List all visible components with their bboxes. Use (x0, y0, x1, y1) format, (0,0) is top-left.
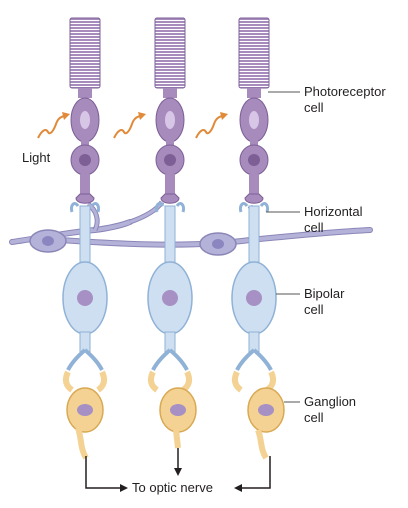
photoreceptor-label-2: cell (304, 100, 324, 115)
light-label: Light (22, 150, 51, 165)
horizontal-label-2: cell (304, 220, 324, 235)
ganglion-cell-2 (147, 370, 197, 449)
photoreceptor-cell-3 (238, 17, 270, 204)
photoreceptor-label-1: Photoreceptor (304, 84, 386, 99)
light-arrow-icon (195, 112, 228, 139)
light-arrow-icon (113, 112, 146, 139)
bipolar-label-1: Bipolar (304, 286, 345, 301)
optic-nerve-arrows (85, 448, 271, 492)
photoreceptor-cell-2 (154, 17, 186, 204)
bipolar-cell-2 (147, 202, 193, 371)
bipolar-cell-1 (62, 202, 108, 371)
arrow-down-icon (174, 468, 182, 476)
horizontal-label-1: Horizontal (304, 204, 363, 219)
ganglion-cell-1 (62, 370, 108, 460)
arrow-right-icon (120, 484, 128, 492)
arrow-left-icon (234, 484, 242, 492)
light-arrow-icon (37, 112, 70, 139)
ganglion-label-2: cell (304, 410, 324, 425)
optic-nerve-label: To optic nerve (132, 480, 213, 495)
bipolar-cell-3 (231, 202, 277, 371)
ganglion-label-1: Ganglion (304, 394, 356, 409)
ganglion-cell-3 (231, 370, 285, 460)
horizontal-cell (9, 200, 373, 256)
bipolar-label-2: cell (304, 302, 324, 317)
photoreceptor-cell-1 (69, 17, 101, 204)
